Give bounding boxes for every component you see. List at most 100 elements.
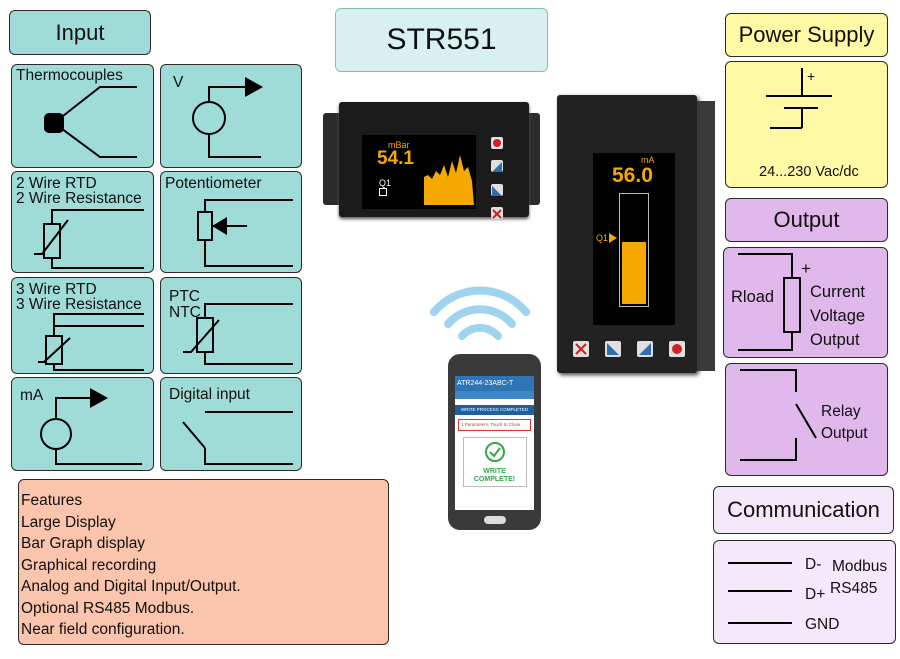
thermistor-icon — [183, 303, 293, 365]
ptc-label: PTC — [169, 288, 200, 305]
thermocouple-panel: Thermocouples — [11, 64, 154, 168]
rtd3-icon — [38, 313, 144, 371]
power-supply-title-text: Power Supply — [738, 22, 875, 47]
rtd-icon — [34, 209, 144, 269]
relay-contact-icon — [740, 369, 817, 461]
d-minus-label: D- — [805, 556, 822, 573]
voltage-panel: V — [160, 64, 302, 168]
down-button[interactable] — [605, 341, 621, 357]
ptc-ntc-panel: PTC NTC — [160, 277, 302, 374]
current-label: Current — [810, 283, 866, 301]
horizontal-keypad — [491, 137, 505, 219]
feature-item: Analog and Digital Input/Output. — [21, 578, 241, 595]
power-supply-panel: + 24...230 Vac/dc — [725, 61, 888, 188]
output-label: Output — [810, 331, 860, 349]
voltage-source-icon — [192, 77, 263, 158]
thermocouple-label: Thermocouples — [16, 67, 123, 84]
home-button[interactable] — [484, 516, 506, 524]
communication-panel: D- D+ GND Modbus RS485 — [713, 540, 896, 644]
thermocouple-icon — [44, 86, 137, 158]
analog-output-panel: + Rload Current Voltage Output — [723, 247, 888, 358]
down-button[interactable] — [491, 183, 503, 196]
horizontal-channel: Q1 — [379, 178, 392, 188]
current-source-icon — [40, 388, 142, 465]
cancel-button[interactable] — [491, 206, 503, 219]
output-plus-label: + — [801, 259, 811, 278]
digital-input-label: Digital input — [169, 386, 250, 403]
feature-item: Optional RS485 Modbus. — [21, 599, 195, 617]
up-button[interactable] — [637, 341, 653, 357]
smartphone: ATR244-23ABC-T WRITE PROCESS COMPLETED 1… — [448, 354, 541, 530]
phone-status-2: COMPLETE! — [473, 476, 516, 483]
features-panel: Features Large Display Bar Graph display… — [18, 479, 389, 645]
rtd3-label-2: 3 Wire Resistance — [16, 296, 142, 313]
phone-banner: WRITE PROCESS COMPLETED — [455, 405, 534, 415]
rs485-wiring-icon — [728, 562, 792, 624]
up-button[interactable] — [491, 160, 503, 173]
load-resistor-icon — [738, 253, 801, 351]
ma-panel: mA — [11, 377, 154, 471]
phone-message[interactable]: 1 Parameters, Touch to Close — [458, 419, 531, 431]
wifi-icon — [430, 286, 530, 340]
input-title-text: Input — [55, 19, 105, 45]
phone-status-1: WRITE — [483, 468, 506, 475]
potentiometer-icon — [197, 199, 293, 267]
communication-title-text: Communication — [727, 497, 880, 522]
potentiometer-panel: Potentiometer — [160, 171, 302, 273]
feature-item: Graphical recording — [21, 556, 157, 574]
features-title: Features — [21, 492, 83, 509]
power-range-label: 24...230 Vac/dc — [759, 164, 859, 180]
horizontal-controller: mBar 54.1 Q1 — [323, 97, 540, 227]
power-plus-label: + — [807, 68, 816, 84]
output-title: Output — [725, 198, 888, 242]
indicator-arrow-icon — [609, 233, 617, 243]
rtd3-label-1: 3 Wire RTD — [16, 281, 97, 298]
bar-graph — [619, 193, 649, 307]
power-supply-title: Power Supply — [725, 13, 888, 57]
phone-header: ATR244-23ABC-T — [455, 376, 534, 391]
digital-input-panel: Digital input — [160, 377, 302, 471]
product-name: STR551 — [386, 23, 497, 56]
horizontal-unit: mBar — [388, 140, 410, 150]
relay-output-label: Output — [821, 425, 868, 442]
record-button[interactable] — [491, 137, 503, 149]
output-title-text: Output — [773, 207, 840, 232]
vertical-unit: mA — [641, 155, 655, 165]
relay-label: Relay — [821, 403, 861, 420]
vertical-value: 56.0 — [612, 164, 653, 187]
vertical-keypad — [573, 341, 685, 359]
gnd-label: GND — [805, 616, 840, 633]
switch-icon — [182, 411, 293, 465]
input-title: Input — [9, 10, 151, 55]
battery-icon — [766, 68, 832, 129]
relay-output-panel: Relay Output — [725, 363, 888, 476]
phone-screen: ATR244-23ABC-T WRITE PROCESS COMPLETED 1… — [455, 376, 534, 510]
ntc-label: NTC — [169, 304, 201, 321]
communication-title: Communication — [713, 486, 894, 534]
horizontal-display: mBar 54.1 Q1 — [362, 135, 476, 209]
feature-item: Large Display — [21, 513, 116, 531]
cancel-button[interactable] — [573, 341, 589, 357]
vertical-channel: Q1 — [596, 233, 609, 243]
rs485-label: RS485 — [830, 580, 878, 597]
voltage-label: Voltage — [810, 307, 866, 325]
rtd2-label-2: 2 Wire Resistance — [16, 190, 142, 207]
record-button[interactable] — [669, 341, 685, 357]
vertical-controller: mA 56.0 Q1 — [557, 95, 716, 377]
feature-item: Bar Graph display — [21, 535, 146, 552]
potentiometer-label: Potentiometer — [165, 175, 262, 192]
feature-item: Near field configuration. — [21, 621, 185, 638]
trend-graph — [424, 155, 474, 205]
d-plus-label: D+ — [805, 586, 826, 603]
horizontal-value: 54.1 — [377, 148, 414, 169]
voltage-label: V — [173, 74, 184, 91]
product-title: STR551 — [335, 8, 548, 72]
rtd3-panel: 3 Wire RTD 3 Wire Resistance — [11, 277, 154, 374]
ma-label: mA — [20, 387, 44, 404]
write-complete-card: WRITE COMPLETE! — [462, 437, 527, 487]
rload-label: Rload — [731, 288, 775, 306]
check-circle-icon — [484, 442, 505, 462]
rtd2-label-1: 2 Wire RTD — [16, 175, 97, 192]
modbus-label: Modbus — [832, 558, 888, 575]
vertical-display: mA 56.0 Q1 — [593, 153, 675, 325]
